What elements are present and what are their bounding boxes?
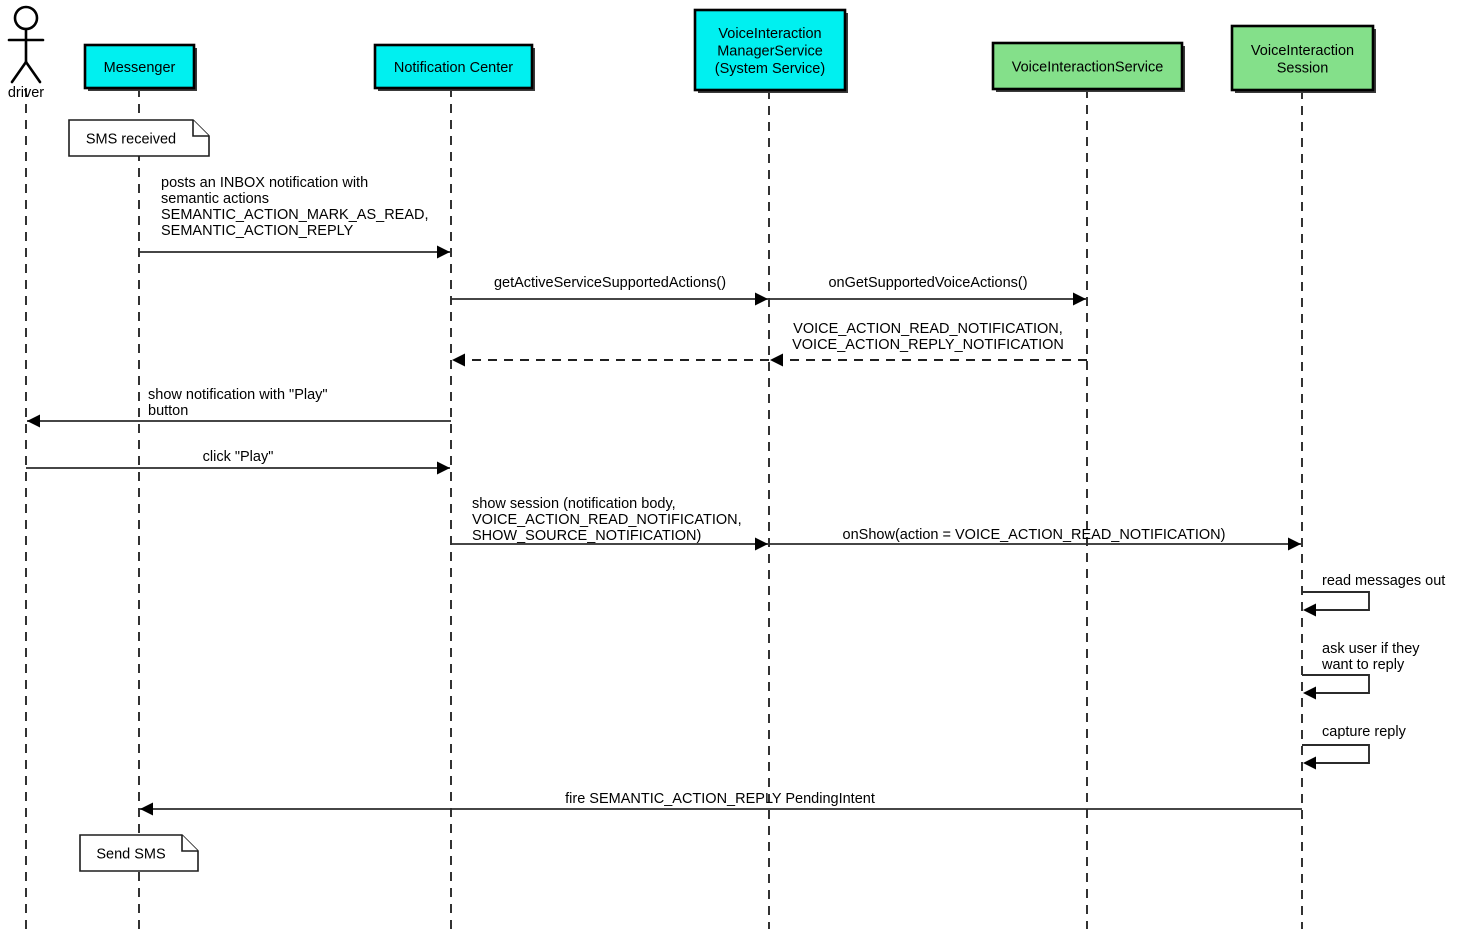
self-call-path xyxy=(1302,674,1370,694)
note-text: Send SMS xyxy=(96,847,165,863)
message-msg-fire-semantic-action-reply-pending-intent: fire SEMANTIC_ACTION_REPLY PendingIntent xyxy=(140,791,1302,816)
message-label: fire SEMANTIC_ACTION_REPLY PendingIntent xyxy=(565,791,875,807)
note-text: SMS received xyxy=(86,132,176,148)
note-fold-corner-icon xyxy=(181,835,198,852)
self-call-selfcall-read-messages-out: read messages out xyxy=(1302,573,1445,617)
message-label: click "Play" xyxy=(203,449,274,465)
message-label: onGetSupportedVoiceActions() xyxy=(828,275,1027,291)
arrow-head-icon xyxy=(1073,292,1086,306)
message-label: show session (notification body, xyxy=(472,496,676,512)
message-msg-post-inbox-notification: posts an INBOX notification withsemantic… xyxy=(139,175,450,259)
participant-box-voice-interaction-session[interactable] xyxy=(1230,24,1375,92)
message-label: semantic actions xyxy=(161,191,269,207)
participant-label-voice-interaction-manager-service: ManagerService xyxy=(717,44,823,60)
message-label: getActiveServiceSupportedActions() xyxy=(494,275,726,291)
arrow-head-icon xyxy=(452,353,465,367)
arrow-head-icon xyxy=(27,414,40,428)
participant-voice-interaction-service[interactable]: VoiceInteractionService xyxy=(991,41,1185,92)
actor-head-icon xyxy=(13,5,39,31)
participant-label-voice-interaction-manager-service: VoiceInteraction xyxy=(718,26,821,42)
arrow-head-icon xyxy=(1288,537,1301,551)
participant-box-voice-interaction-service[interactable] xyxy=(991,41,1184,91)
participant-label-voice-interaction-session: Session xyxy=(1277,60,1329,76)
note-body xyxy=(68,119,210,157)
message-msg-show-session: show session (notification body,VOICE_AC… xyxy=(451,496,768,551)
participant-driver[interactable]: driver xyxy=(7,5,45,101)
arrow-head-icon xyxy=(1303,686,1316,700)
self-call-path xyxy=(1302,744,1370,764)
message-label: button xyxy=(148,403,188,419)
participant-box-messenger[interactable] xyxy=(83,43,196,90)
message-msg-on-show: onShow(action = VOICE_ACTION_READ_NOTIFI… xyxy=(769,527,1301,551)
message-msg-return-voice-actions-to-vims: VOICE_ACTION_READ_NOTIFICATION,VOICE_ACT… xyxy=(770,321,1087,367)
actor-right-leg-icon xyxy=(24,60,42,84)
message-label: show notification with "Play" xyxy=(148,387,328,403)
message-msg-return-voice-actions-to-notification-center xyxy=(452,353,769,367)
message-label: SEMANTIC_ACTION_REPLY xyxy=(161,223,354,239)
arrow-head-icon xyxy=(1303,603,1316,617)
participant-label-voice-interaction-service: VoiceInteractionService xyxy=(1012,60,1164,76)
participant-label-notification-center: Notification Center xyxy=(394,60,513,76)
arrow-head-icon xyxy=(1303,756,1316,770)
message-label: VOICE_ACTION_READ_NOTIFICATION, xyxy=(793,321,1063,337)
self-call-label: read messages out xyxy=(1322,573,1445,589)
message-msg-click-play: click "Play" xyxy=(26,449,450,475)
self-call-label: ask user if they xyxy=(1322,641,1420,657)
self-call-label: want to reply xyxy=(1321,657,1405,673)
arrow-head-icon xyxy=(770,353,783,367)
participants-layer: driver Messenger Notification Center VoiceI… xyxy=(7,5,1376,101)
participant-box-voice-interaction-manager-service[interactable] xyxy=(693,8,847,92)
note-fold-corner-icon xyxy=(192,120,209,137)
participant-notification-center[interactable]: Notification Center xyxy=(373,43,535,91)
participant-label-voice-interaction-manager-service: (System Service) xyxy=(715,61,825,77)
self-call-label: capture reply xyxy=(1322,724,1407,740)
lifelines-layer xyxy=(25,88,1303,929)
participant-label-messenger: Messenger xyxy=(104,60,176,76)
participant-box-notification-center[interactable] xyxy=(373,43,534,90)
self-call-path xyxy=(1302,591,1370,611)
messages-layer: posts an INBOX notification withsemantic… xyxy=(26,175,1302,816)
note-note-sms-received[interactable]: SMS received xyxy=(68,119,210,157)
participant-messenger[interactable]: Messenger xyxy=(83,43,197,91)
message-msg-get-active-service-supported-actions: getActiveServiceSupportedActions() xyxy=(451,275,768,306)
participant-label-driver: driver xyxy=(8,85,44,101)
note-note-send-sms[interactable]: Send SMS xyxy=(79,834,199,872)
arrow-head-icon xyxy=(437,461,450,475)
message-label: posts an INBOX notification with xyxy=(161,175,368,191)
arrow-head-icon xyxy=(140,802,153,816)
arrow-head-icon xyxy=(437,245,450,259)
actor-left-leg-icon xyxy=(10,60,28,84)
message-label: SHOW_SOURCE_NOTIFICATION) xyxy=(472,528,701,544)
message-label: onShow(action = VOICE_ACTION_READ_NOTIFI… xyxy=(843,527,1226,543)
message-label: VOICE_ACTION_READ_NOTIFICATION, xyxy=(472,512,742,528)
arrow-head-icon xyxy=(755,292,768,306)
message-msg-on-get-supported-voice-actions: onGetSupportedVoiceActions() xyxy=(769,275,1086,306)
note-body xyxy=(79,834,199,872)
participant-label-voice-interaction-session: VoiceInteraction xyxy=(1251,43,1354,59)
message-label: VOICE_ACTION_REPLY_NOTIFICATION xyxy=(792,337,1064,353)
message-label: SEMANTIC_ACTION_MARK_AS_READ, xyxy=(161,207,429,223)
message-msg-show-notification-with-play-button: show notification with "Play"button xyxy=(27,387,451,428)
self-call-selfcall-capture-reply: capture reply xyxy=(1302,724,1407,770)
arrow-head-icon xyxy=(755,537,768,551)
